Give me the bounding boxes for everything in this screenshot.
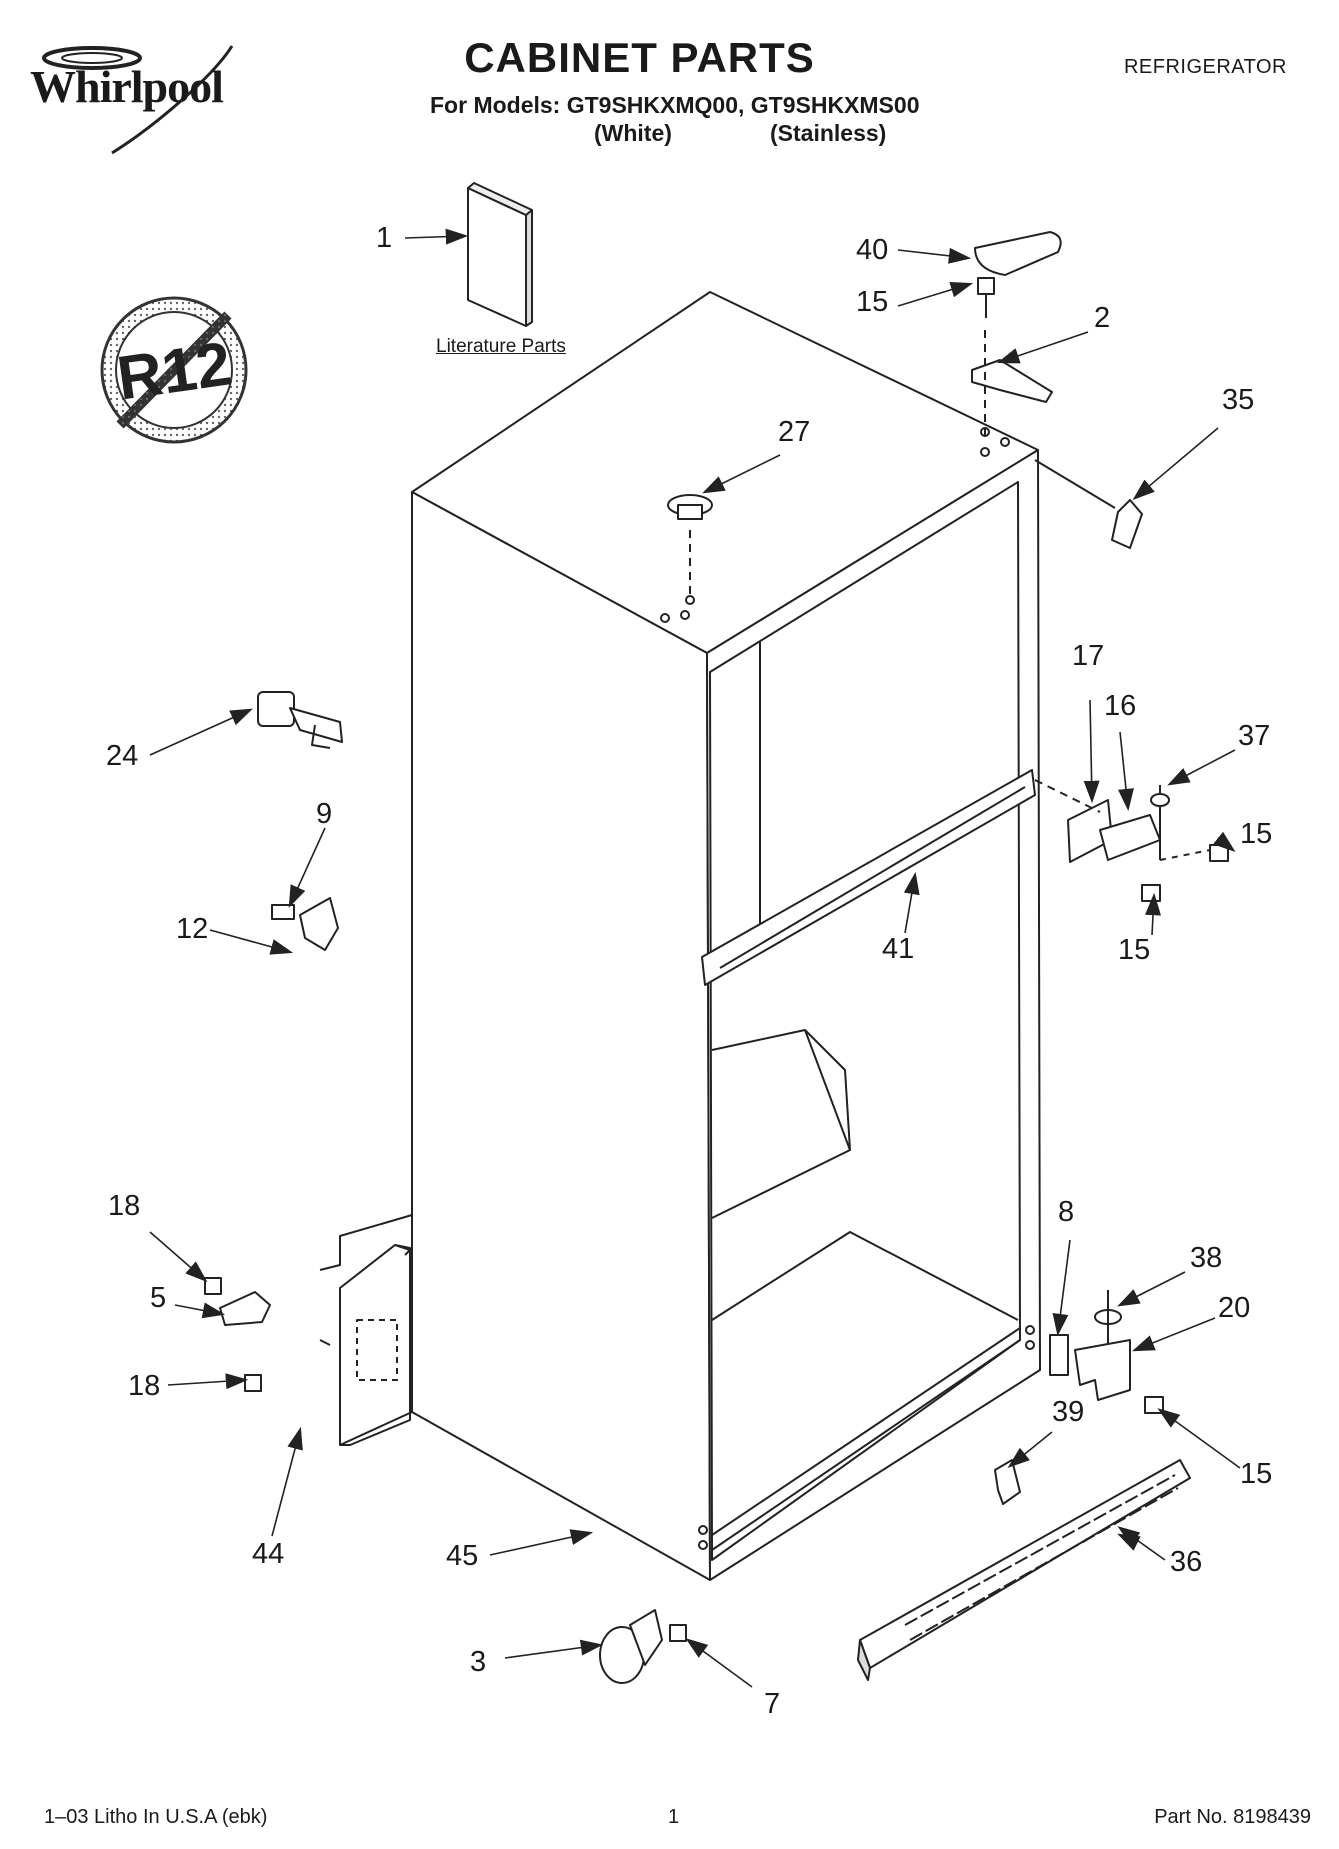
front-roller [599, 1609, 687, 1684]
literature-parts-label: Literature Parts [436, 336, 566, 357]
appliance-category: REFRIGERATOR [1123, 56, 1287, 78]
callout-5: 5 [150, 1282, 167, 1314]
part-number: Part No. 8198439 [1154, 1806, 1311, 1828]
screw [977, 277, 995, 318]
page-number: 1 [668, 1806, 680, 1828]
callout-1: 1 [376, 222, 393, 254]
hinge-cover [1111, 499, 1143, 549]
litho-info: 1–03 Litho In U.S.A (ebk) [44, 1806, 268, 1828]
callout-44: 44 [252, 1538, 285, 1570]
literature-booklet [467, 182, 533, 327]
shim [994, 1459, 1021, 1505]
callout-15: 15 [856, 286, 889, 318]
machine-compartment-cover [319, 1244, 411, 1446]
r12-badge-text: R12 [113, 329, 235, 413]
screw [204, 1277, 262, 1392]
callout-9: 9 [316, 798, 333, 830]
leveling-bolt [257, 691, 343, 749]
callout-3: 3 [470, 1646, 487, 1678]
center-hinge [1034, 779, 1229, 902]
callout-20: 20 [1218, 1292, 1251, 1324]
models-line: For Models: GT9SHKXMQ00, GT9SHKXMS00 [430, 92, 920, 118]
callout-27: 27 [778, 416, 811, 448]
top-hinge [971, 359, 1053, 403]
brand-logo-text: Whirlpool [30, 61, 224, 112]
callout-39: 39 [1052, 1396, 1085, 1428]
hinge-cap [974, 231, 1062, 276]
callout-12: 12 [176, 913, 209, 945]
callout-leaders [149, 228, 1241, 1688]
variant-white: (White) [594, 120, 672, 146]
divider-rail [701, 769, 1036, 986]
page-title: CABINET PARTS [464, 34, 815, 81]
refrigerator-cabinet [411, 291, 1041, 1581]
callout-37: 37 [1238, 720, 1271, 752]
callout-38: 38 [1190, 1242, 1223, 1274]
callout-8: 8 [1058, 1196, 1075, 1228]
toe-grille [857, 1459, 1191, 1681]
callout-16: 16 [1104, 690, 1137, 722]
power-cord-clamp [219, 1291, 271, 1326]
callout-15: 15 [1118, 934, 1151, 966]
callout-17: 17 [1072, 640, 1105, 672]
callout-18: 18 [128, 1370, 161, 1402]
callout-35: 35 [1222, 384, 1255, 416]
bottom-hinge [1049, 1290, 1164, 1414]
top-plug [667, 494, 713, 600]
callout-36: 36 [1170, 1546, 1203, 1578]
callout-7: 7 [764, 1688, 781, 1720]
callout-15: 15 [1240, 1458, 1273, 1490]
callout-24: 24 [106, 740, 139, 772]
variant-stainless: (Stainless) [770, 120, 887, 146]
callout-15: 15 [1240, 818, 1273, 850]
callout-40: 40 [856, 234, 889, 266]
no-r12-badge-icon [100, 296, 248, 444]
callout-45: 45 [446, 1540, 479, 1572]
logo-swirl-icon [42, 45, 234, 155]
callout-41: 41 [882, 933, 915, 965]
callout-18: 18 [108, 1190, 141, 1222]
door-stop [271, 897, 339, 951]
callout-2: 2 [1094, 302, 1111, 334]
